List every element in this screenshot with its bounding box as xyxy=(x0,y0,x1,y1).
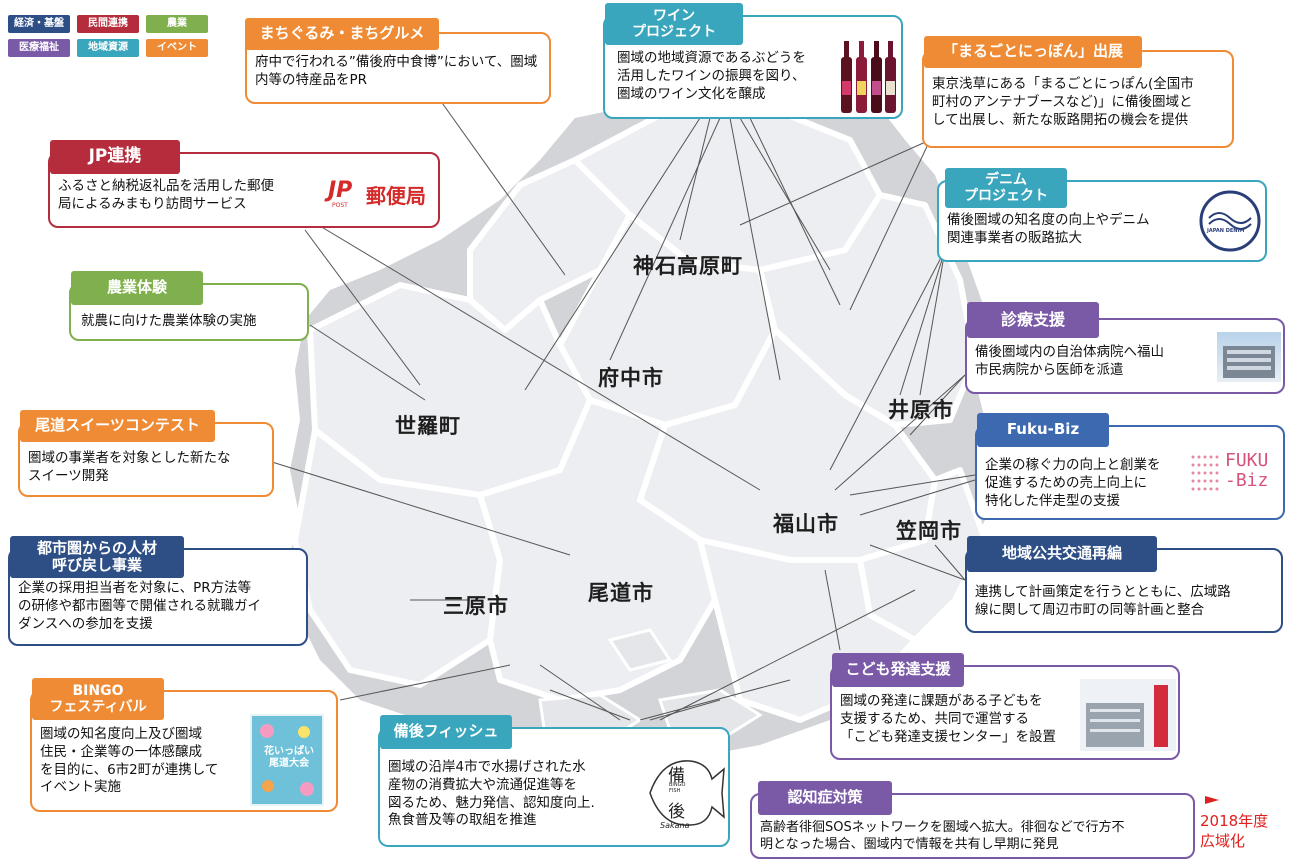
hospital-building-image xyxy=(1217,332,1281,382)
card-shinryo-body: 備後圏域内の自治体病院へ福山 市民病院から医師を派遣 xyxy=(975,344,1164,378)
fish-logo-top: 備 xyxy=(668,766,685,786)
city-sera: 世羅町 xyxy=(395,414,461,438)
festival-poster-image: 花いっぱい 尾道大会 xyxy=(250,714,324,806)
card-sweets-body: 圏域の事業者を対象とした新たな スイーツ開発 xyxy=(28,450,231,484)
card-wine: ワイン プロジェクト 圏域の地域資源であるぶどうを 活用したワインの振興を図り、… xyxy=(603,3,903,119)
card-jp-title: JP連携 xyxy=(50,140,180,174)
card-sweets: 尾道スイーツコンテスト 圏域の事業者を対象とした新たな スイーツ開発 xyxy=(18,410,274,497)
card-nogyo: 農業体験 就農に向けた農業体験の実施 xyxy=(69,271,309,341)
card-kodomo: こども発達支援 圏域の発達に課題がある子どもを 支援するため、共同で運営する 「… xyxy=(830,653,1180,760)
legend-item-event: イベント xyxy=(146,39,208,57)
city-kasaoka: 笠岡市 xyxy=(896,519,962,543)
fish-logo-bottom: 後 xyxy=(668,802,685,822)
card-bingo-title: BINGO フェスティバル xyxy=(32,678,164,720)
card-kodomo-title: こども発達支援 xyxy=(832,653,964,687)
city-jinseki: 神石高原町 xyxy=(633,254,743,278)
card-shinryo-title: 診療支援 xyxy=(967,302,1099,338)
card-denim-body: 備後圏域の知名度の向上やデニム 関連事業者の販路拡大 xyxy=(947,212,1150,246)
fish-logo-signature: Sakana xyxy=(660,821,690,830)
legend-item-resources: 地域資源 xyxy=(77,39,139,57)
card-wine-body: 圏域の地域資源であるぶどうを 活用したワインの振興を図り、 圏域のワイン文化を醸… xyxy=(617,50,806,102)
card-jp-body: ふるさと納税返礼品を活用した郵便 局によるみまもり訪問サービス xyxy=(58,178,274,212)
card-ninchi-title: 認知症対策 xyxy=(758,781,892,815)
fish-logo-mid: BINGO FISH xyxy=(669,782,686,794)
card-nogyo-body: 就農に向けた農業体験の実施 xyxy=(81,313,257,329)
card-fish-title: 備後フィッシュ xyxy=(380,715,512,749)
japan-post-logo: JP POST 郵便局 xyxy=(328,178,438,212)
card-denim: デニム プロジェクト 備後圏域の知名度の向上やデニム 関連事業者の販路拡大 JA… xyxy=(937,168,1267,262)
support-center-image xyxy=(1080,679,1176,751)
card-ninchi: 認知症対策 高齢者徘徊SOSネットワークを圏域へ拡大。徘徊などで行方不 明となっ… xyxy=(750,781,1195,859)
card-sweets-title: 尾道スイーツコンテスト xyxy=(20,410,215,442)
card-jinzai: 都市圏からの人材 呼び戻し事業 企業の採用担当者を対象に、PR方法等 の研修や都… xyxy=(8,536,308,646)
bingo-fish-logo: 備 BINGO FISH 後 Sakana xyxy=(642,753,728,833)
connector-lines xyxy=(271,99,976,721)
card-bingo-body: 圏域の知名度向上及び圏域 住民・企業等の一体感醸成 を目的に、6市2町が連携して… xyxy=(40,726,219,796)
card-bingo: BINGO フェスティバル 圏域の知名度向上及び圏域 住民・企業等の一体感醸成 … xyxy=(30,678,338,812)
legend-item-private: 民間連携 xyxy=(77,15,139,33)
card-fukubiz: Fuku-Biz 企業の稼ぐ力の向上と創業を 促進するための売上向上に 特化した… xyxy=(975,413,1285,520)
legend-item-economy: 経済・基盤 xyxy=(8,15,70,33)
card-kotsu-title: 地域公共交通再編 xyxy=(967,536,1157,572)
wine-bottles-image xyxy=(835,35,897,115)
fukubiz-logo-text: FUKU -Biz xyxy=(1225,450,1269,491)
city-fuchu: 府中市 xyxy=(598,366,664,390)
card-machigurumi-title: まちぐるみ・まちグルメ xyxy=(245,18,439,50)
city-onomichi: 尾道市 xyxy=(588,581,654,605)
card-fukubiz-title: Fuku-Biz xyxy=(977,413,1109,447)
card-kotsu: 地域公共交通再編 連携して計画策定を行うとともに、広域路 線に関して周辺市町の同… xyxy=(965,536,1283,633)
card-marugoto-title: 「まるごとにっぽん」出展 xyxy=(924,36,1142,68)
japan-post-text: 郵便局 xyxy=(366,184,426,208)
city-mihara: 三原市 xyxy=(443,594,509,618)
card-denim-title: デニム プロジェクト xyxy=(945,168,1067,208)
card-marugoto: 「まるごとにっぽん」出展 東京浅草にある「まるごとにっぽん(全国市 町村のアンテ… xyxy=(922,36,1234,148)
card-jinzai-title: 都市圏からの人材 呼び戻し事業 xyxy=(10,536,184,578)
fukubiz-logo: FUKU -Biz xyxy=(1189,449,1283,501)
city-fukuyama: 福山市 xyxy=(773,512,839,536)
card-fish-body: 圏域の沿岸4市で水揚げされた水 産物の消費拡大や流通促進等を 図るため、魅力発信… xyxy=(388,759,595,829)
legend-item-agriculture: 農業 xyxy=(146,15,208,33)
card-kodomo-body: 圏域の発達に課題がある子どもを 支援するため、共同で運営する 「こども発達支援セ… xyxy=(840,693,1056,745)
festival-poster-text: 花いっぱい 尾道大会 xyxy=(264,746,314,769)
legend-item-medical: 医療福祉 xyxy=(8,39,70,57)
card-fukubiz-body: 企業の稼ぐ力の向上と創業を 促進するための売上向上に 特化した伴走型の支援 xyxy=(985,457,1161,509)
japan-denim-logo: JAPAN DENIM xyxy=(1199,190,1261,252)
flag-icon xyxy=(1205,796,1219,804)
japan-post-mark-icon: JP xyxy=(328,178,353,203)
japan-post-sub: POST xyxy=(332,202,348,209)
card-jinzai-body: 企業の採用担当者を対象に、PR方法等 の研修や都市圏等で開催される就職ガイ ダン… xyxy=(18,580,261,632)
card-machigurumi-body: 府中で行われる”備後府中食博”において、圏域内等の特産品をPR xyxy=(255,54,538,88)
card-ninchi-body: 高齢者徘徊SOSネットワークを圏域へ拡大。徘徊などで行方不 明となった場合、圏域… xyxy=(760,820,1125,853)
card-marugoto-body: 東京浅草にある「まるごとにっぽん(全国市 町村のアンテナブースなど)」に備後圏域… xyxy=(932,76,1194,128)
card-wine-title: ワイン プロジェクト xyxy=(605,3,743,45)
note-2018: 2018年度 広域化 xyxy=(1200,812,1269,850)
card-kotsu-body: 連携して計画策定を行うとともに、広域路 線に関して周辺市町の同等計画と整合 xyxy=(975,584,1231,618)
city-ibara: 井原市 xyxy=(888,398,954,422)
card-fish: 備後フィッシュ 圏域の沿岸4市で水揚げされた水 産物の消費拡大や流通促進等を 図… xyxy=(378,715,730,847)
card-nogyo-title: 農業体験 xyxy=(71,271,203,305)
card-jp: JP連携 ふるさと納税返礼品を活用した郵便 局によるみまもり訪問サービス JP … xyxy=(48,140,440,228)
card-machigurumi: まちぐるみ・まちグルメ 府中で行われる”備後府中食博”において、圏域内等の特産品… xyxy=(245,18,551,104)
japan-denim-text: JAPAN DENIM xyxy=(1207,228,1245,234)
card-shinryo: 診療支援 備後圏域内の自治体病院へ福山 市民病院から医師を派遣 xyxy=(965,302,1285,394)
